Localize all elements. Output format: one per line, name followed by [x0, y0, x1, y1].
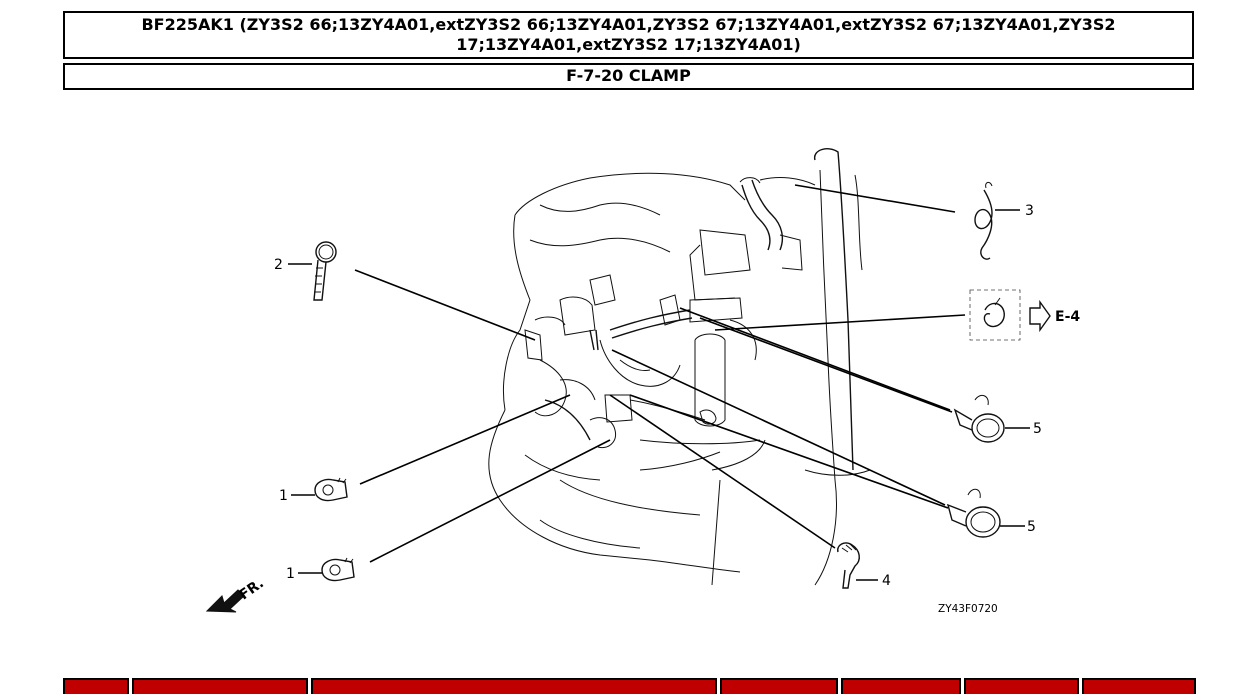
- part-5-hose-clamp-icon: [953, 394, 1030, 443]
- callout-3: 3: [1025, 203, 1034, 219]
- arrow-right-icon: [1029, 299, 1051, 333]
- front-arrow-icon: [205, 589, 245, 613]
- callout-1-upper: 1: [279, 488, 288, 504]
- table-header-cell: [311, 678, 717, 694]
- part-4-clip-icon: [837, 542, 878, 589]
- section-title: F-7-20 CLAMP: [63, 63, 1194, 90]
- table-header-cell: [132, 678, 308, 694]
- callout-2: 2: [274, 257, 283, 273]
- callout-5-lower: 5: [1027, 519, 1036, 535]
- model-header: BF225AK1 (ZY3S2 66;13ZY4A01,extZY3S2 66;…: [63, 11, 1194, 59]
- parts-diagram: 2 3 E-4 5 5 1: [0, 100, 1260, 660]
- callout-5-upper: 5: [1033, 421, 1042, 437]
- part-3-wire-clip-icon: [974, 181, 1020, 260]
- table-header-cell: [720, 678, 838, 694]
- table-header-cell: [841, 678, 961, 694]
- callout-1-lower: 1: [286, 566, 295, 582]
- table-header-cell: [964, 678, 1079, 694]
- figure-code: ZY43F0720: [938, 603, 998, 615]
- engine-illustration: [488, 148, 871, 586]
- parts-table-header: [63, 678, 1196, 694]
- part-1-clamp-icon: [298, 557, 355, 582]
- reference-e4: E-4: [1055, 309, 1080, 325]
- part-5-hose-clamp-icon: [946, 488, 1025, 538]
- part-2-cable-tie-icon: [288, 241, 337, 301]
- leader-lines: [354, 184, 966, 563]
- e4-reference-group: [969, 289, 1051, 341]
- callout-4: 4: [882, 573, 891, 589]
- table-header-cell: [63, 678, 129, 694]
- reference-clamp-box: [969, 289, 1021, 341]
- part-1-clamp-icon: [291, 477, 348, 502]
- table-header-cell: [1082, 678, 1196, 694]
